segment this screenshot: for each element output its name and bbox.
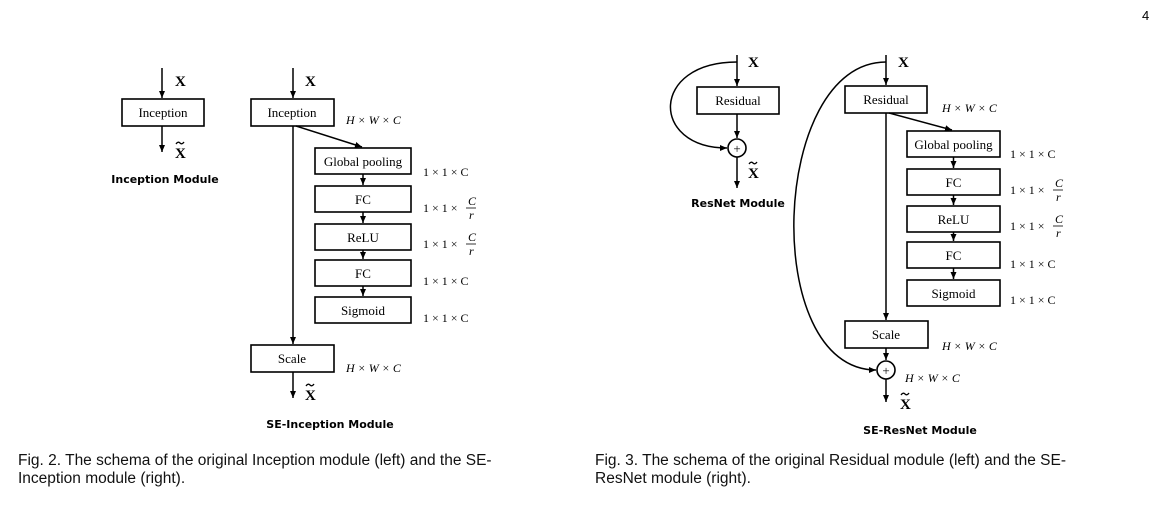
tilde-mark-icon bbox=[305, 383, 315, 387]
step-block bbox=[314, 296, 412, 324]
step-label: Global pooling bbox=[914, 137, 993, 152]
scale-label: Scale bbox=[872, 327, 900, 342]
module-title: ResNet Module bbox=[691, 197, 785, 210]
branch-arrow bbox=[888, 112, 953, 132]
step-dim: 1 × 1 × C bbox=[423, 165, 469, 179]
residual-block-label: Residual bbox=[715, 93, 761, 108]
step-dim: 1 × 1 × bbox=[1010, 219, 1045, 233]
caption-line: Inception module (right). bbox=[18, 470, 186, 487]
inception-block bbox=[121, 98, 205, 127]
fraction-numerator: C bbox=[1055, 176, 1064, 190]
step-dim: 1 × 1 × C bbox=[423, 274, 469, 288]
fig3-caption: Fig. 3. The schema of the original Resid… bbox=[595, 452, 1155, 488]
step-label: ReLU bbox=[347, 230, 379, 245]
step-label: FC bbox=[355, 266, 371, 281]
skip-connection bbox=[793, 61, 887, 373]
step-dim: 1 × 1 × C bbox=[1010, 293, 1056, 307]
fraction-denominator: r bbox=[1056, 226, 1061, 240]
tilde-mark-icon bbox=[175, 141, 185, 145]
inception-block-label: Inception bbox=[267, 105, 317, 120]
input-x: X bbox=[175, 74, 186, 90]
step-dim: 1 × 1 × C bbox=[1010, 257, 1056, 271]
resnet-module: X Residual + X ResNet Module bbox=[669, 55, 785, 210]
se-resnet-module: X Residual H × W × C Scale H × W × C + H… bbox=[793, 55, 1064, 437]
output-x-tilde: X bbox=[305, 388, 316, 404]
skip-connection bbox=[669, 61, 738, 151]
module-title: Inception Module bbox=[111, 173, 218, 186]
fraction-numerator: C bbox=[468, 230, 477, 244]
input-x: X bbox=[748, 55, 759, 71]
caption-line: Fig. 3. The schema of the original Resid… bbox=[595, 452, 1066, 469]
step-label: ReLU bbox=[938, 212, 970, 227]
module-title: SE-Inception Module bbox=[266, 418, 393, 431]
step-dim: 1 × 1 × bbox=[423, 237, 458, 251]
step-block bbox=[906, 279, 1001, 307]
step-block bbox=[314, 185, 412, 213]
scale-dim: H × W × C bbox=[941, 339, 998, 353]
plus-icon: + bbox=[733, 141, 740, 156]
tilde-mark-icon bbox=[748, 161, 758, 165]
step-label: Global pooling bbox=[324, 154, 403, 169]
step-dim: 1 × 1 × C bbox=[1010, 147, 1056, 161]
plus-icon: + bbox=[882, 363, 889, 378]
caption-line: ResNet module (right). bbox=[595, 470, 751, 487]
inception-block-label: Inception bbox=[138, 105, 188, 120]
page-number: 4 bbox=[1142, 8, 1150, 23]
output-x-tilde: X bbox=[175, 146, 186, 162]
output-x-tilde: X bbox=[748, 166, 759, 182]
fraction-denominator: r bbox=[469, 244, 474, 258]
step-dim: 1 × 1 × bbox=[1010, 183, 1045, 197]
scale-block bbox=[250, 344, 335, 373]
caption-line: Fig. 2. The schema of the original Incep… bbox=[18, 452, 492, 469]
inception-module: X Inception X Inception Module bbox=[111, 68, 219, 186]
fig2-caption: Fig. 2. The schema of the original Incep… bbox=[18, 452, 578, 488]
residual-block bbox=[844, 85, 928, 114]
input-x: X bbox=[305, 74, 316, 90]
step-block bbox=[314, 223, 412, 251]
branch-arrow bbox=[295, 125, 363, 148]
step-dim: 1 × 1 × C bbox=[423, 311, 469, 325]
fraction-denominator: r bbox=[1056, 190, 1061, 204]
step-label: Sigmoid bbox=[931, 286, 976, 301]
step-label: Sigmoid bbox=[341, 303, 386, 318]
scale-dim: H × W × C bbox=[345, 361, 402, 375]
fraction-numerator: C bbox=[1055, 212, 1064, 226]
step-block bbox=[906, 130, 1001, 158]
scale-label: Scale bbox=[278, 351, 306, 366]
fraction-denominator: r bbox=[469, 208, 474, 222]
input-dim: H × W × C bbox=[345, 113, 402, 127]
step-block bbox=[314, 147, 412, 175]
residual-block bbox=[696, 86, 780, 115]
inception-block bbox=[250, 98, 335, 127]
step-label: FC bbox=[355, 192, 371, 207]
step-block bbox=[314, 259, 412, 287]
sum-dim: H × W × C bbox=[904, 371, 961, 385]
step-label: FC bbox=[946, 175, 962, 190]
step-label: FC bbox=[946, 248, 962, 263]
output-x-tilde: X bbox=[900, 397, 911, 413]
se-inception-module: X Inception H × W × C Scale H × W × C X … bbox=[250, 68, 477, 431]
residual-block-label: Residual bbox=[863, 92, 909, 107]
input-x: X bbox=[898, 55, 909, 71]
scale-block bbox=[844, 320, 929, 349]
tilde-mark-icon bbox=[900, 392, 910, 396]
step-dim: 1 × 1 × bbox=[423, 201, 458, 215]
input-dim: H × W × C bbox=[941, 101, 998, 115]
fraction-numerator: C bbox=[468, 194, 477, 208]
module-title: SE-ResNet Module bbox=[863, 424, 977, 437]
